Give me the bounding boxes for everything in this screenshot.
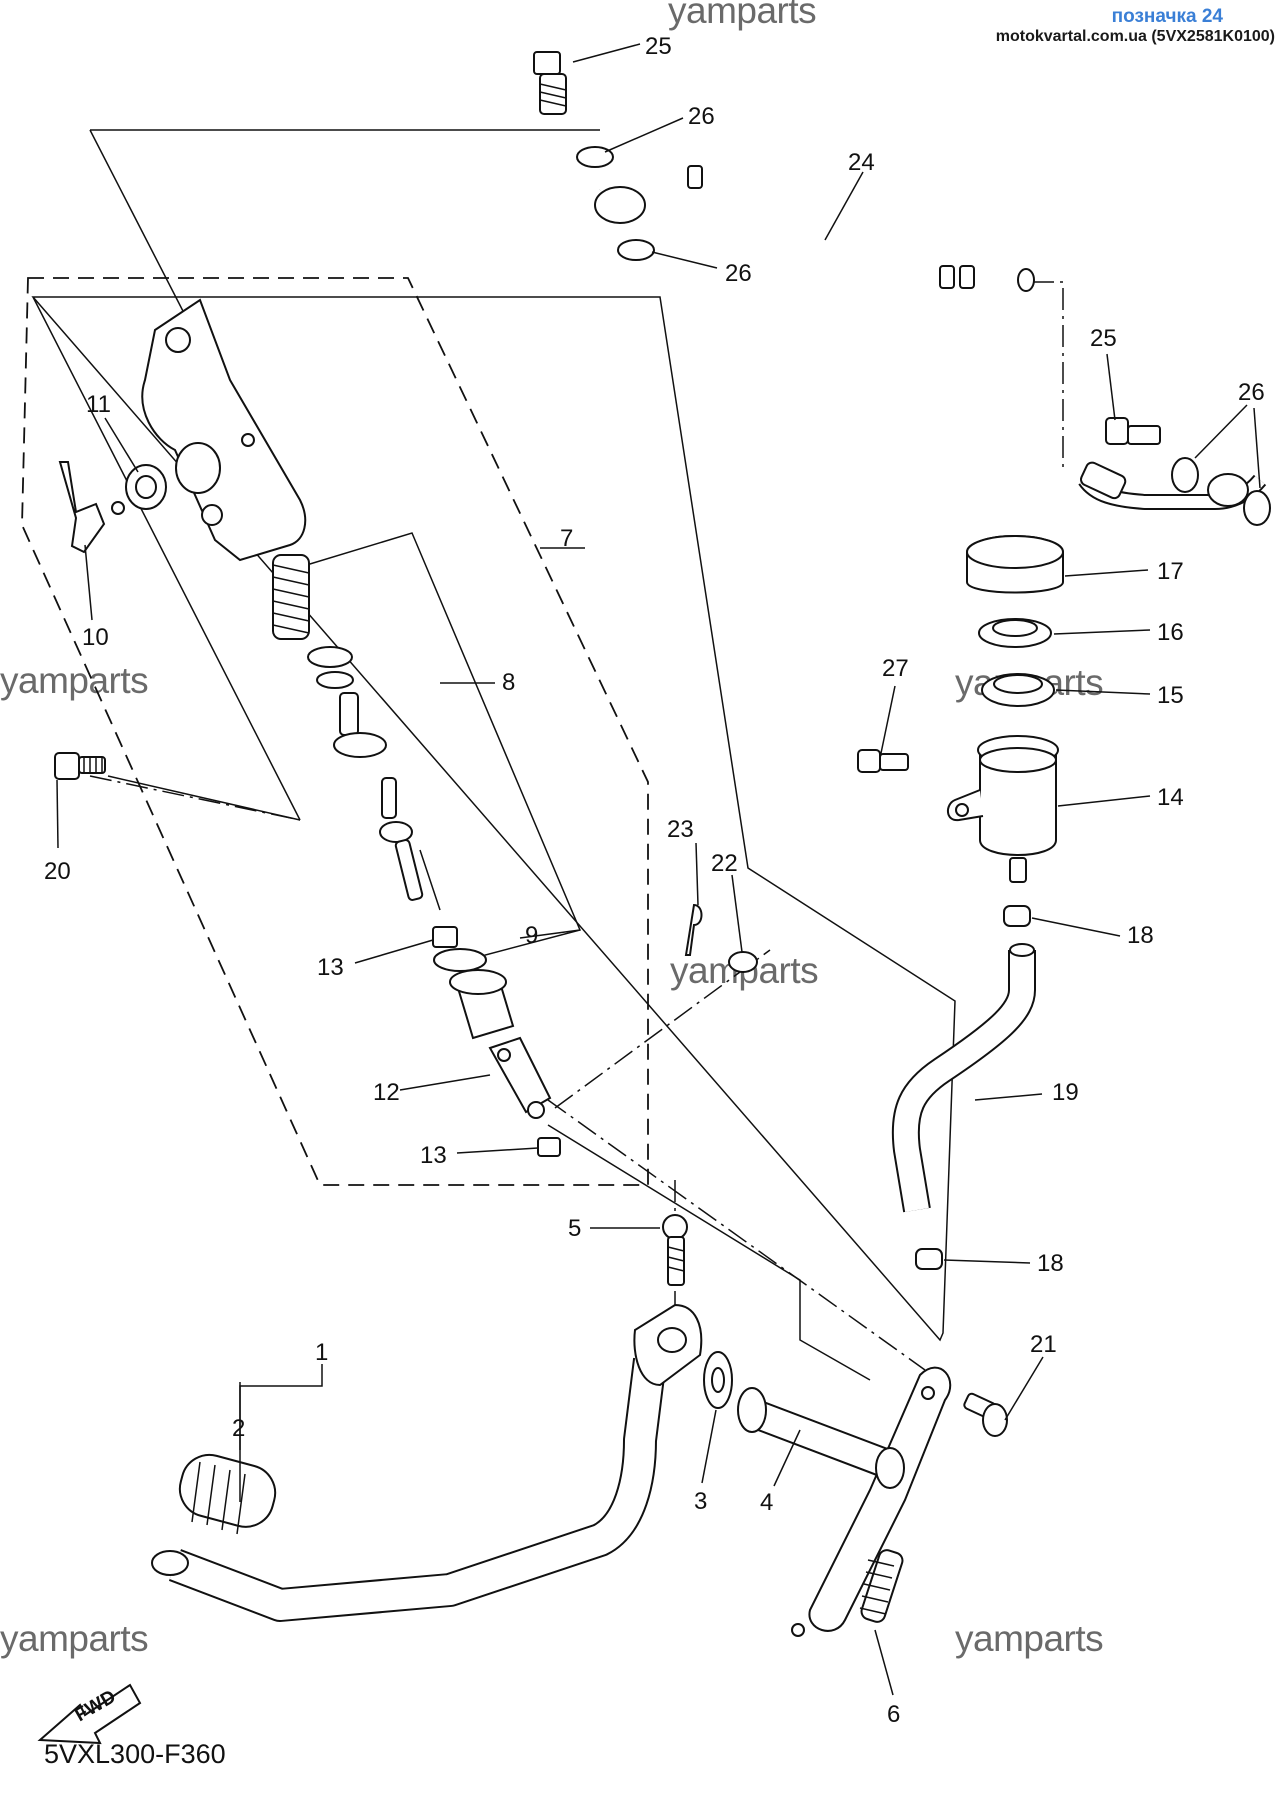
pedal-rubber-2 xyxy=(178,1453,277,1535)
washer-22 xyxy=(728,951,758,973)
copper-washer xyxy=(1243,490,1271,526)
callout-21: 21 xyxy=(1030,1331,1057,1358)
guide-left xyxy=(32,296,301,821)
reservoir-tank-14 xyxy=(947,735,1059,883)
bolt-27 xyxy=(857,749,909,773)
circlip-9 xyxy=(433,948,487,972)
bolt-5 xyxy=(662,1214,688,1286)
group-7-outline xyxy=(21,277,649,1186)
callout-4: 4 xyxy=(760,1489,773,1516)
callout-13: 13 xyxy=(420,1142,447,1169)
centerline-pin xyxy=(554,949,771,1109)
push-rod xyxy=(379,777,441,911)
callout-11: 11 xyxy=(86,391,111,418)
callout-14: 14 xyxy=(1157,784,1184,811)
callout-26: 26 xyxy=(1238,379,1265,406)
callout-18: 18 xyxy=(1127,922,1154,949)
hose-19 xyxy=(891,943,1036,1213)
leader-20 xyxy=(107,775,301,821)
spring xyxy=(272,554,310,640)
return-spring-6 xyxy=(859,1549,904,1623)
callout-2: 2 xyxy=(232,1415,245,1442)
nut-13 xyxy=(537,1137,561,1157)
watermark: yamparts xyxy=(668,0,817,31)
callout-17: 17 xyxy=(1157,558,1184,585)
callout-25: 25 xyxy=(645,33,672,60)
diaphragm-plate-16 xyxy=(978,618,1052,648)
brake-hose-lower xyxy=(1078,461,1267,510)
callout-13: 13 xyxy=(317,954,344,981)
bolt-20 xyxy=(54,752,106,780)
callout-7: 7 xyxy=(560,525,573,552)
centerline-rod xyxy=(547,1099,926,1371)
callout-23: 23 xyxy=(667,816,694,843)
callout-10: 10 xyxy=(82,624,109,651)
brake-hose xyxy=(594,165,1035,320)
callout-9: 9 xyxy=(525,922,538,949)
boot xyxy=(449,969,515,1040)
diaphragm-15 xyxy=(981,673,1055,707)
clevis-12 xyxy=(488,1036,552,1119)
callout-25: 25 xyxy=(1090,325,1117,352)
hose-clamp-18 xyxy=(915,1248,943,1270)
cotter-pin-23 xyxy=(684,903,703,956)
callout-8: 8 xyxy=(502,669,515,696)
centerline-hose xyxy=(1032,281,1064,470)
piston xyxy=(333,692,387,758)
reservoir-cap-17 xyxy=(966,535,1064,594)
callout-15: 15 xyxy=(1157,682,1184,709)
callout-1: 1 xyxy=(315,1339,328,1366)
callout-20: 20 xyxy=(44,858,71,885)
lower-leader xyxy=(547,1124,871,1381)
bracket-8 xyxy=(299,532,582,968)
callout-3: 3 xyxy=(694,1488,707,1515)
copper-washer xyxy=(617,239,655,261)
callout-27: 27 xyxy=(882,655,909,682)
washer-3 xyxy=(703,1351,733,1409)
nut-13 xyxy=(432,926,458,948)
clip-10 xyxy=(58,461,125,554)
shaft-arm-4 xyxy=(737,1366,952,1637)
copper-washer xyxy=(576,146,614,168)
group-1-outline xyxy=(31,296,956,1342)
seal xyxy=(307,646,353,668)
centerline-master xyxy=(89,775,301,821)
callout-6: 6 xyxy=(887,1701,900,1728)
master-cylinder-body xyxy=(141,298,307,562)
callout-26: 26 xyxy=(688,103,715,130)
callout-22: 22 xyxy=(711,850,738,877)
callout-26: 26 xyxy=(725,260,752,287)
brake-pedal-1 xyxy=(151,1303,703,1622)
pin-21 xyxy=(963,1392,1008,1437)
watermark: yamparts xyxy=(0,660,149,701)
leader-lines xyxy=(56,43,1261,1696)
boot-11 xyxy=(125,464,167,510)
leader-top-left xyxy=(89,129,186,316)
watermark: yamparts xyxy=(955,1618,1104,1659)
callout-5: 5 xyxy=(568,1215,581,1242)
callout-24: 24 xyxy=(848,149,875,176)
diagram-code: 5VXL300-F360 xyxy=(44,1739,226,1769)
copper-washer xyxy=(1171,457,1199,493)
fwd-arrow: FWD xyxy=(37,1683,142,1745)
callout-19: 19 xyxy=(1052,1079,1079,1106)
hose-clamp-18 xyxy=(1003,905,1031,927)
banjo-bolt-right xyxy=(1105,417,1161,445)
header-title: позначка 24 xyxy=(1111,6,1223,27)
callout-18: 18 xyxy=(1037,1250,1064,1277)
callout-12: 12 xyxy=(373,1079,400,1106)
header-subtitle: motokvartal.com.ua (5VX2581K0100) xyxy=(995,28,1275,45)
watermark: yamparts xyxy=(0,1618,149,1659)
banjo-bolt-top xyxy=(533,51,567,115)
seal xyxy=(316,671,354,689)
callout-16: 16 xyxy=(1157,619,1184,646)
